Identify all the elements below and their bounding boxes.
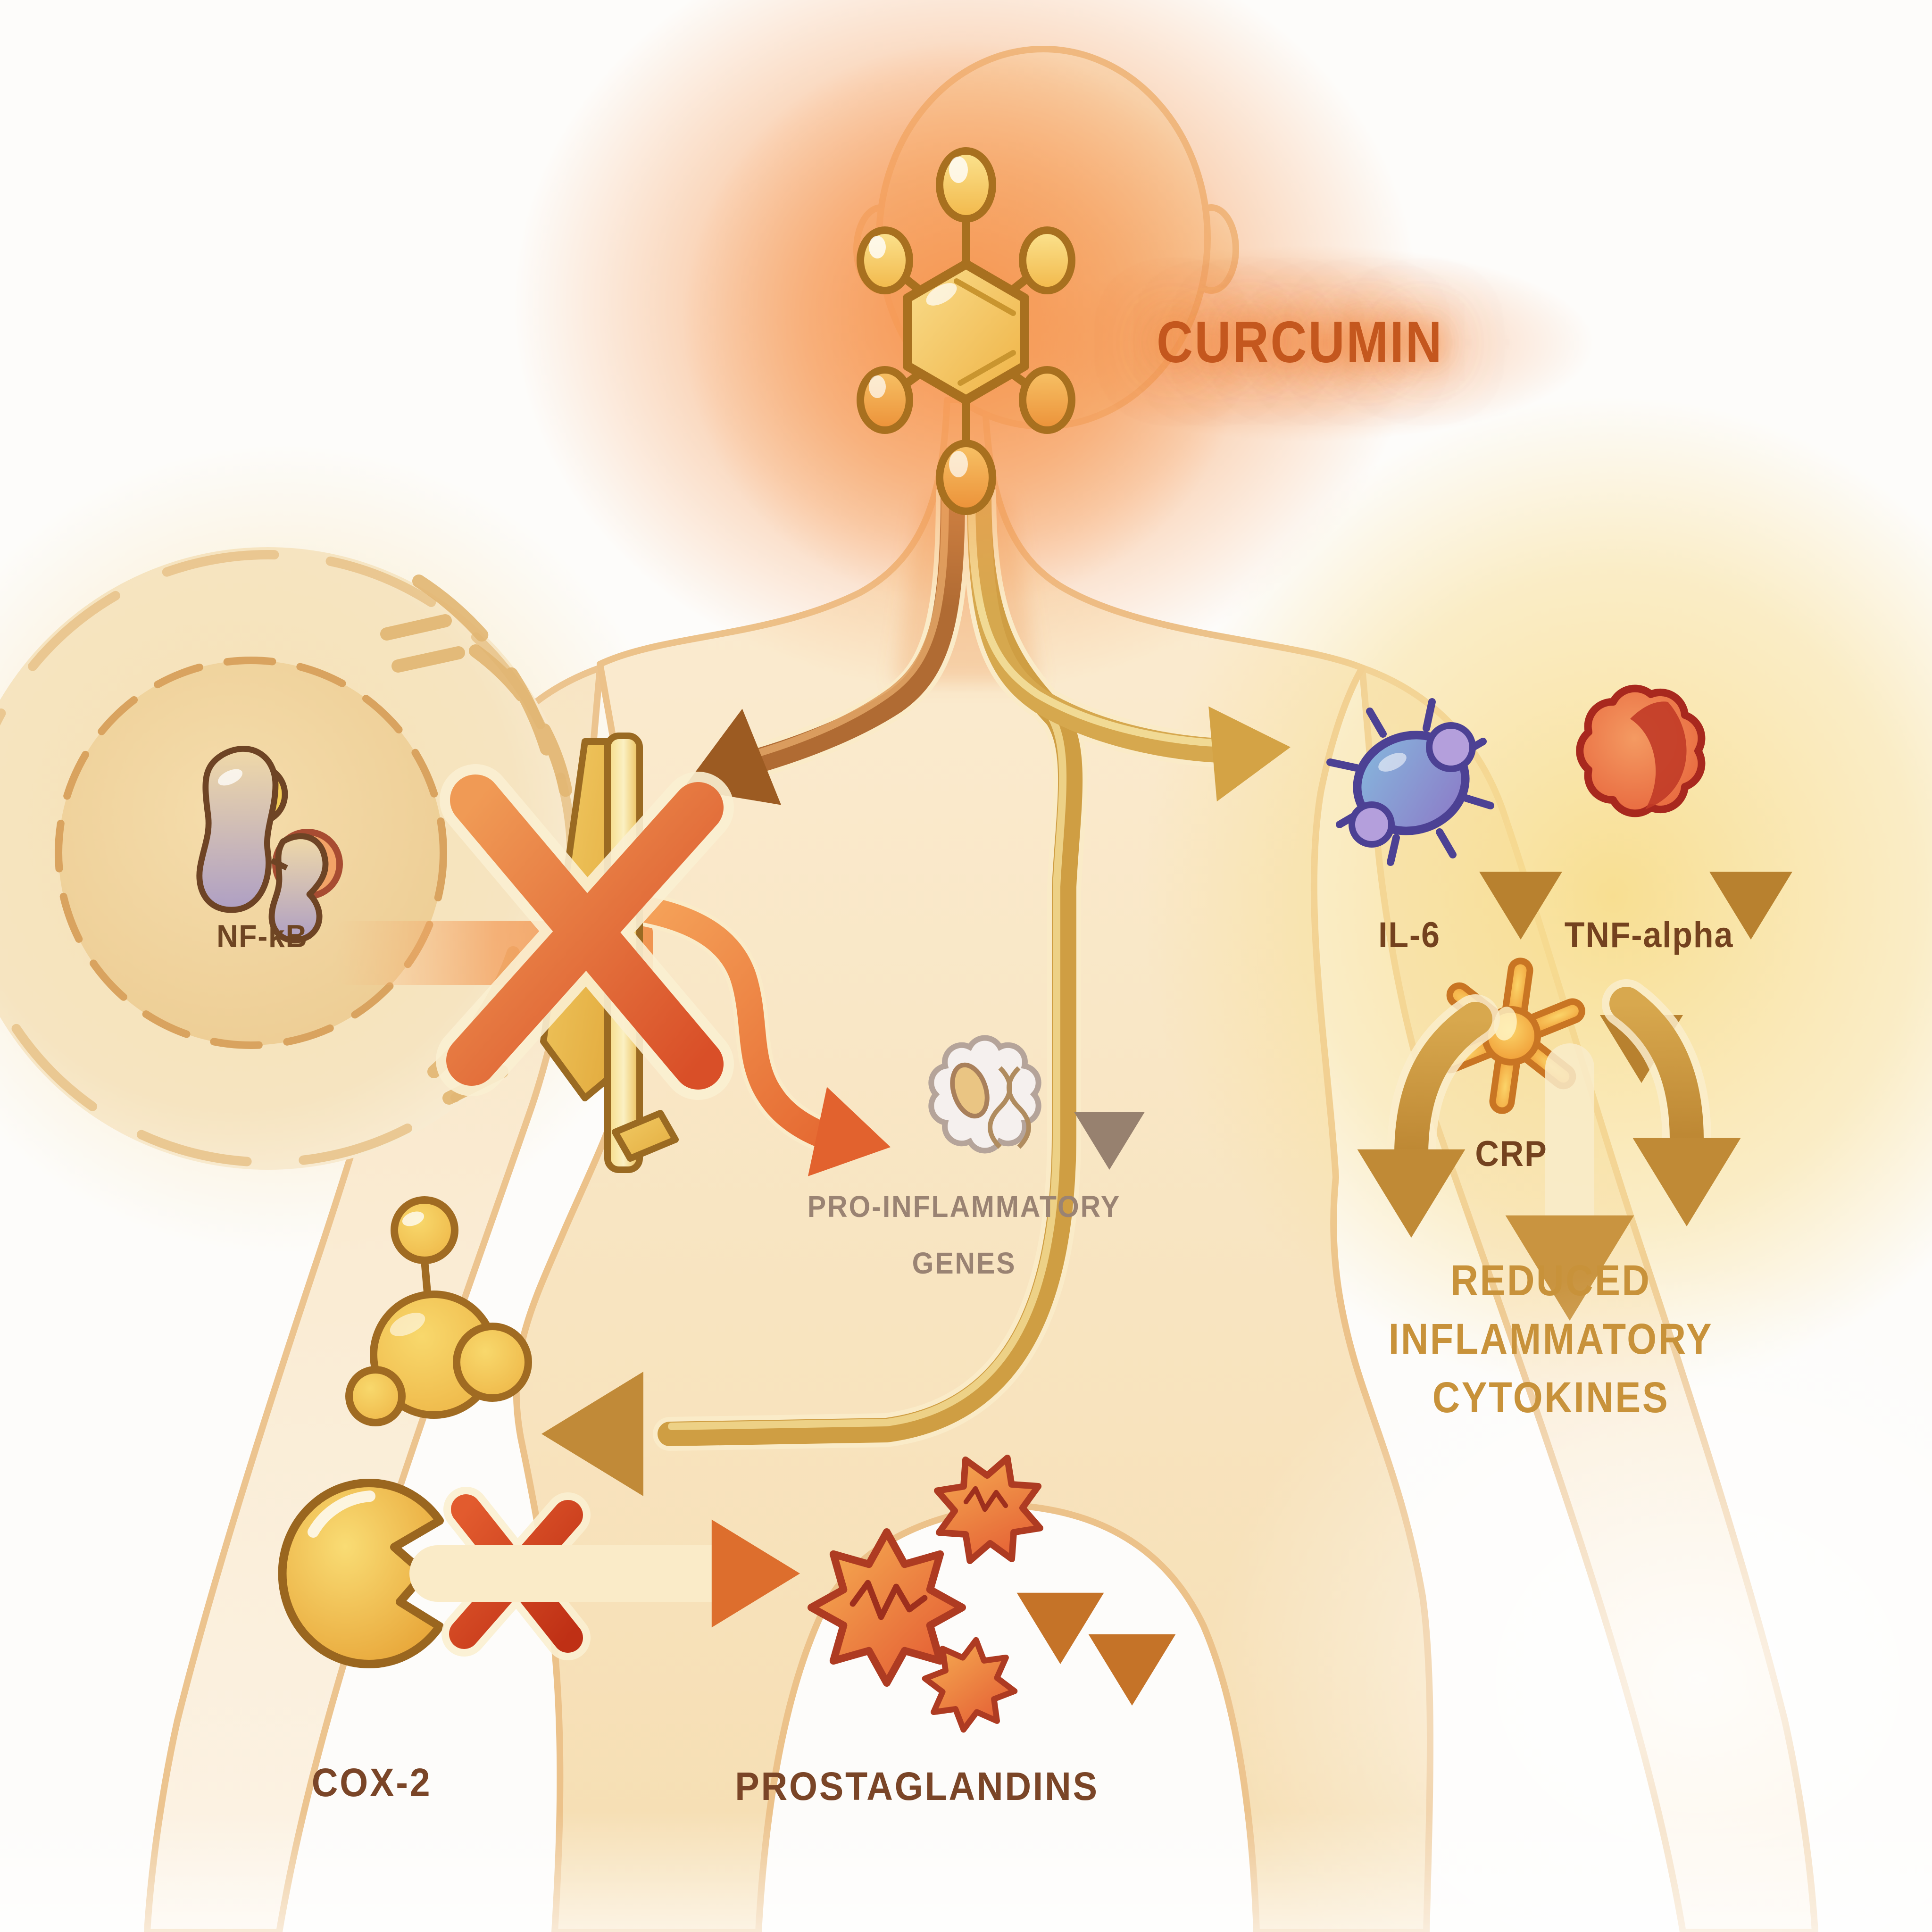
genes-down-arrow-icon	[1074, 1026, 1145, 1170]
title-glow	[1028, 245, 1594, 441]
label-tnf-alpha: TNF-alpha	[1564, 917, 1734, 957]
prostaglandin-down-arrows	[1016, 1487, 1176, 1706]
label-il6: IL-6	[1378, 917, 1441, 957]
label-nfkb: NF-kB	[217, 919, 308, 955]
reduction-arrow-left-icon	[1394, 1002, 1492, 1172]
label-outcome-line1: REDUCED	[1450, 1256, 1651, 1305]
reduction-arrow-right-icon	[1609, 987, 1704, 1157]
prostaglandin-blocked-arrow-icon	[409, 1519, 800, 1628]
cox2-enzyme-icon	[278, 1479, 444, 1668]
bottom-right-fade	[1208, 1264, 1932, 1932]
label-crp: CRP	[1475, 1136, 1548, 1175]
label-prostaglandins: PROSTAGLANDINS	[735, 1766, 1099, 1809]
label-genes-line2: GENES	[912, 1249, 1016, 1281]
arachidonic-trimer-icon	[345, 1196, 532, 1426]
pro-inflammatory-genes-icon	[928, 1035, 1041, 1154]
curcumin-molecule-icon	[857, 147, 1075, 515]
nfkb-protein-icon	[196, 746, 343, 943]
reduction-arrows	[1357, 979, 1741, 1321]
genes-ribbon-path	[632, 896, 866, 1157]
title-curcumin: CURCUMIN	[1156, 309, 1444, 375]
label-cox2: COX-2	[311, 1762, 432, 1806]
inhibition-x-icon	[436, 764, 734, 1100]
prostaglandin-star-icons	[811, 1439, 1059, 1736]
il6-cytokine-icon	[1326, 698, 1494, 866]
label-genes-line1: PRO-INFLAMMATORY	[807, 1192, 1121, 1224]
label-outcome-line3: CYTOKINES	[1432, 1373, 1670, 1422]
tnf-alpha-cytokine-icon	[1576, 684, 1706, 817]
label-outcome-line2: INFLAMMATORY	[1388, 1314, 1714, 1363]
